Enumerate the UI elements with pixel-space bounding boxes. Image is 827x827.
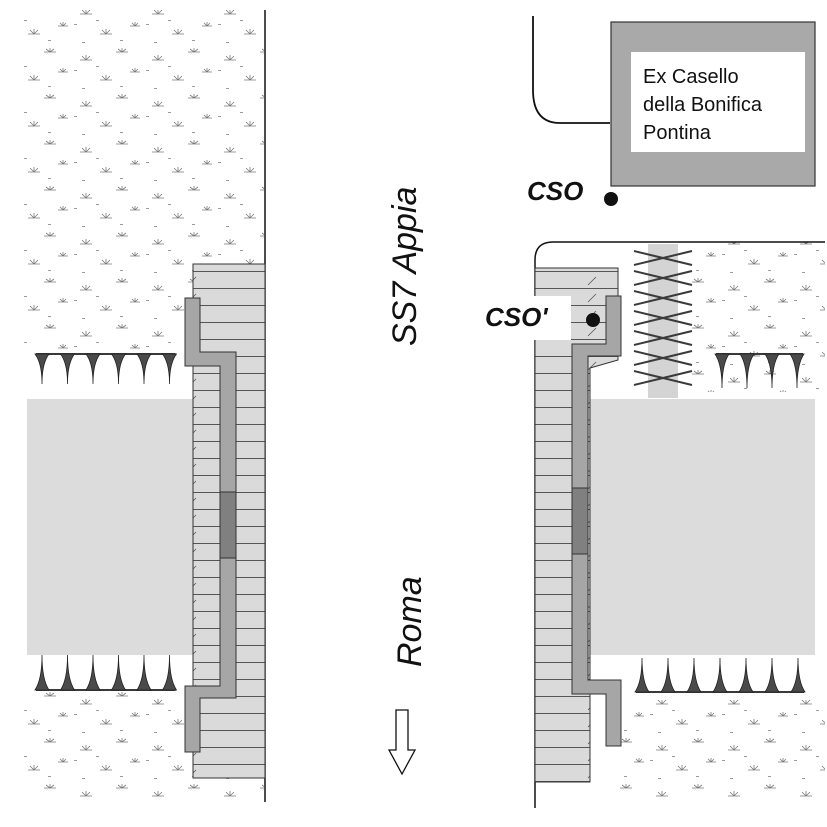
bridge-left-joint xyxy=(219,491,237,559)
spike-mark xyxy=(34,654,50,691)
strip-spike-mark xyxy=(633,310,693,326)
spikes-left-top xyxy=(34,353,178,385)
spike-mark xyxy=(59,654,76,691)
spike-mark xyxy=(110,353,127,385)
strip-spike-mark xyxy=(633,330,693,346)
spike-mark xyxy=(161,353,178,385)
spike-mark xyxy=(739,353,755,389)
bridge-left-parapet xyxy=(184,297,237,753)
right-bank xyxy=(532,16,825,808)
bridge-right xyxy=(534,267,622,783)
spike-mark xyxy=(714,353,730,389)
strip-spike-mark xyxy=(633,290,693,306)
building-label-line-1: Ex Casello xyxy=(643,66,739,88)
spikes-left-bottom xyxy=(34,654,178,691)
building-label-panel xyxy=(631,52,805,152)
spikes-right-bottom xyxy=(634,657,806,693)
spikes-right-top xyxy=(714,353,805,389)
building-label-line-2: della Bonifica xyxy=(643,94,763,116)
strip-spike-mark xyxy=(633,370,693,386)
strip-spike-mark xyxy=(633,270,693,286)
spike-mark xyxy=(738,657,754,693)
spike-mark xyxy=(34,353,50,385)
vegetation-strip xyxy=(633,244,693,398)
spike-mark xyxy=(110,654,127,691)
strip-spike-mark xyxy=(633,250,693,266)
point-cso-prime: CSO' xyxy=(481,296,600,340)
cso-label: CSO xyxy=(527,176,583,206)
cso-prime-marker xyxy=(586,313,600,327)
spike-mark xyxy=(161,654,178,691)
building: Ex Casello della Bonifica Pontina xyxy=(610,21,816,187)
canal-left xyxy=(27,399,223,655)
direction-label: Roma xyxy=(391,576,429,667)
cso-marker xyxy=(604,192,618,206)
bridge-left xyxy=(184,263,266,779)
spike-mark xyxy=(764,353,780,389)
right-road-edge xyxy=(534,241,825,808)
spike-mark xyxy=(686,657,702,693)
spike-mark xyxy=(136,654,152,691)
right-marsh-lower xyxy=(620,700,825,800)
cso-prime-label: CSO' xyxy=(485,302,548,332)
spike-mark xyxy=(85,654,101,691)
spike-mark xyxy=(59,353,76,385)
canal-right xyxy=(587,399,815,655)
spike-mark xyxy=(764,657,780,693)
road-name-label: SS7 Appia xyxy=(386,187,424,346)
bridge-right-parapet xyxy=(571,295,622,747)
spike-mark xyxy=(660,657,676,693)
bridge-right-joint xyxy=(571,487,589,555)
spike-mark xyxy=(790,657,806,693)
spike-mark xyxy=(789,353,805,389)
building-label-line-3: Pontina xyxy=(643,122,712,144)
point-cso: CSO xyxy=(527,176,618,206)
spike-mark xyxy=(712,657,728,693)
spike-mark xyxy=(136,353,152,385)
down-arrow-icon xyxy=(387,709,417,776)
spike-mark xyxy=(634,657,650,693)
right-marsh-upper xyxy=(690,242,825,392)
strip-spike-mark xyxy=(633,350,693,366)
property-boundary-line xyxy=(532,16,610,124)
bank-vegetation-spikes xyxy=(34,353,806,693)
spike-mark xyxy=(85,353,101,385)
